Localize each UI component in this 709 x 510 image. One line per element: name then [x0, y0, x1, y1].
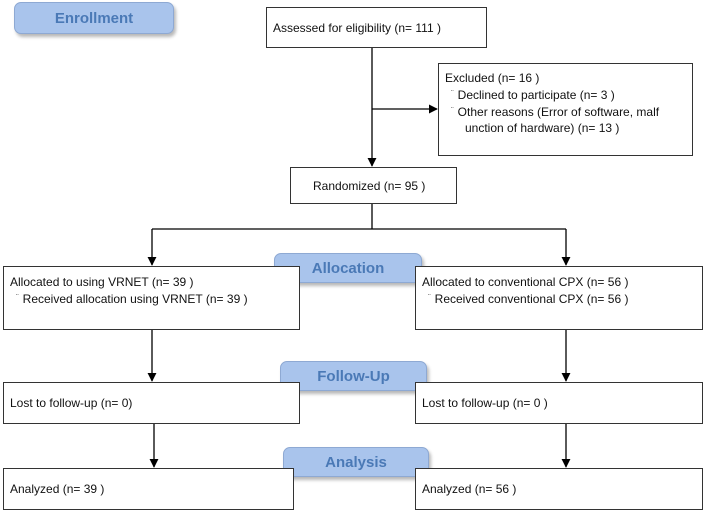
right-lost-text: Lost to follow-up (n= 0 ): [422, 396, 548, 410]
left-followup-box: Lost to follow-up (n= 0): [3, 382, 300, 424]
right-allocated-text: Allocated to conventional CPX (n= 56 ): [422, 275, 629, 289]
bullet-icon: ¨: [16, 293, 19, 302]
right-analysis-box: Analyzed (n= 56 ): [415, 468, 703, 510]
right-allocation-box: Allocated to conventional CPX (n= 56 ) ¨…: [415, 266, 703, 330]
randomized-box: Randomized (n= 95 ): [290, 167, 457, 204]
stage-followup: Follow-Up: [280, 361, 427, 391]
stage-allocation-label: Allocation: [311, 259, 385, 277]
excluded-other-text-1: Other reasons (Error of software, malf: [457, 105, 660, 119]
bullet-icon: ¨: [451, 89, 454, 98]
left-allocation-box: Allocated to using VRNET (n= 39 ) ¨Recei…: [3, 266, 300, 330]
right-received-text: Received conventional CPX (n= 56 ): [434, 292, 629, 306]
right-analyzed-text: Analyzed (n= 56 ): [422, 482, 517, 496]
excluded-box: Excluded (n= 16 ) ¨Declined to participa…: [438, 63, 693, 156]
left-received-item: ¨Received allocation using VRNET (n= 39 …: [10, 290, 293, 307]
excluded-declined-item: ¨Declined to participate (n= 3 ): [445, 86, 686, 103]
right-received-item: ¨Received conventional CPX (n= 56 ): [422, 290, 696, 307]
bullet-icon: ¨: [451, 106, 454, 115]
left-lost-text: Lost to follow-up (n= 0): [10, 396, 133, 410]
left-received-text: Received allocation using VRNET (n= 39 ): [22, 292, 248, 306]
left-analysis-box: Analyzed (n= 39 ): [3, 468, 294, 510]
stage-enrollment: Enrollment: [14, 2, 174, 34]
stage-analysis: Analysis: [283, 447, 429, 477]
stage-followup-label: Follow-Up: [317, 367, 390, 385]
excluded-other-item: ¨Other reasons (Error of software, malf: [445, 103, 686, 120]
excluded-declined-text: Declined to participate (n= 3 ): [457, 88, 615, 102]
left-analyzed-text: Analyzed (n= 39 ): [10, 482, 105, 496]
stage-analysis-label: Analysis: [325, 453, 387, 471]
left-allocated-text: Allocated to using VRNET (n= 39 ): [10, 275, 194, 289]
stage-enrollment-label: Enrollment: [54, 9, 134, 27]
randomized-text: Randomized (n= 95 ): [313, 178, 426, 193]
excluded-other-text-2: unction of hardware) (n= 13 ): [465, 121, 620, 135]
excluded-title: Excluded (n= 16 ): [445, 71, 540, 85]
assessed-box: Assessed for eligibility (n= 111 ): [266, 7, 487, 48]
right-followup-box: Lost to follow-up (n= 0 ): [415, 382, 703, 424]
bullet-icon: ¨: [428, 293, 431, 302]
assessed-text: Assessed for eligibility (n= 111 ): [273, 20, 441, 35]
